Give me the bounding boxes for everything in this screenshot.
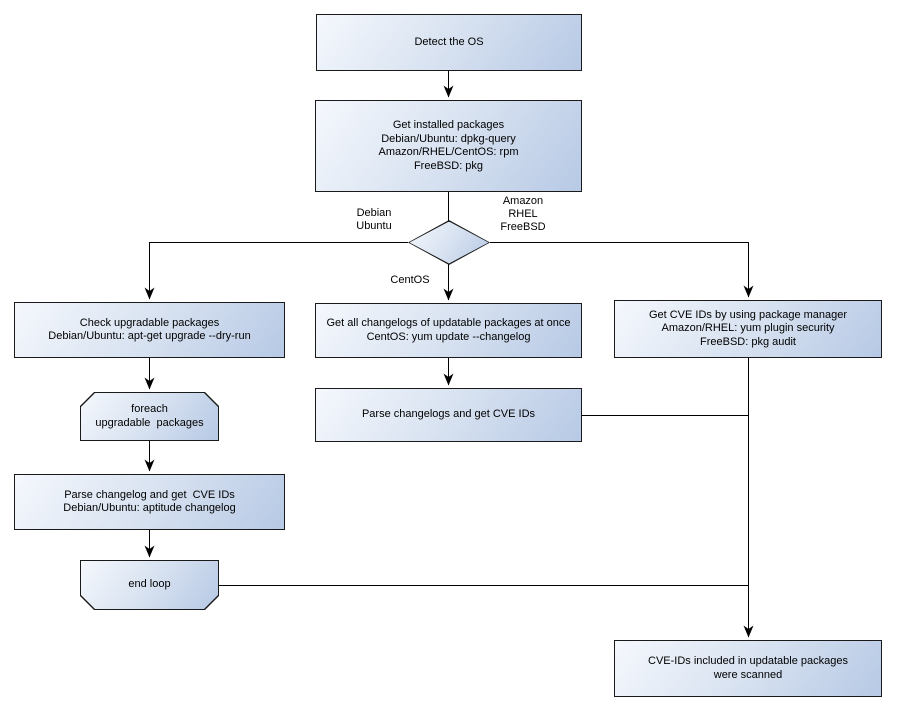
node-parse-changelogs-centos: Parse changelogs and get CVE IDs xyxy=(315,388,582,442)
branch-label-centos: CentOS xyxy=(390,274,430,286)
edge-decision-to-check-upgradable xyxy=(144,242,408,300)
node-parse-changelog-debian-label: Parse changelog and get CVE IDs Debian/U… xyxy=(63,488,236,515)
node-end-loop-fill: end loop xyxy=(81,561,218,609)
node-check-upgradable: Check upgradable packages Debian/Ubuntu:… xyxy=(14,302,285,358)
node-end-loop-label: end loop xyxy=(128,578,171,591)
node-get-changelogs-centos: Get all changelogs of updatable packages… xyxy=(315,303,582,358)
node-parse-changelog-debian: Parse changelog and get CVE IDs Debian/U… xyxy=(14,474,285,530)
node-result-scanned: CVE-IDs included in updatable packages w… xyxy=(614,640,882,697)
node-get-changelogs-centos-label: Get all changelogs of updatable packages… xyxy=(326,317,571,343)
node-foreach-loop-label: foreach upgradable packages xyxy=(95,403,204,429)
node-check-upgradable-label: Check upgradable packages Debian/Ubuntu:… xyxy=(48,316,251,343)
node-get-installed-packages: Get installed packages Debian/Ubuntu: dp… xyxy=(315,100,582,192)
node-foreach-loop: foreach upgradable packages xyxy=(80,392,219,441)
edge-decision-to-pkg-manager xyxy=(490,242,754,298)
branch-label-amazon-rhel-freebsd: Amazon RHEL FreeBSD xyxy=(500,195,546,233)
node-get-installed-packages-label: Get installed packages Debian/Ubuntu: dp… xyxy=(378,119,519,172)
node-detect-os-label: Detect the OS xyxy=(414,35,484,48)
node-result-scanned-label: CVE-IDs included in updatable packages w… xyxy=(648,655,848,681)
node-get-cve-pkg-manager-label: Get CVE IDs by using package manager Ama… xyxy=(648,308,848,348)
node-foreach-loop-fill: foreach upgradable packages xyxy=(81,393,218,440)
node-get-cve-pkg-manager: Get CVE IDs by using package manager Ama… xyxy=(614,300,882,358)
branch-label-debian-ubuntu: Debian Ubuntu xyxy=(356,207,392,232)
node-parse-changelogs-centos-label: Parse changelogs and get CVE IDs xyxy=(361,408,536,421)
node-detect-os: Detect the OS xyxy=(316,14,582,71)
node-end-loop: end loop xyxy=(80,560,219,610)
